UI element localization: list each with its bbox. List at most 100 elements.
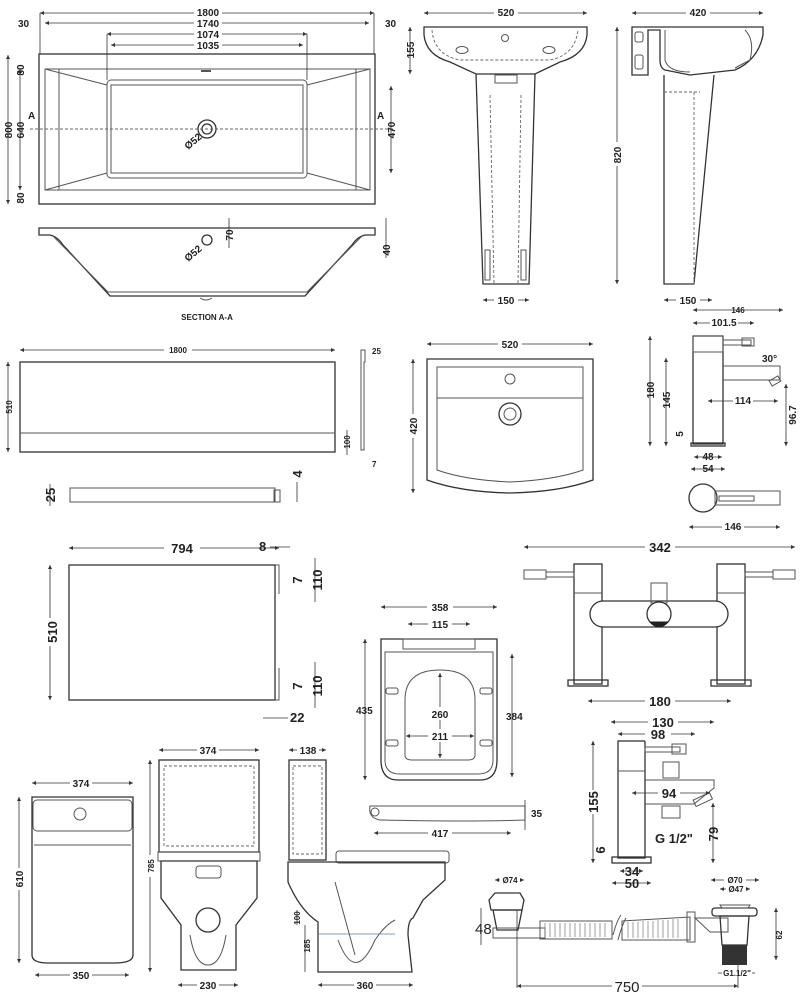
section-marker-right: A [377,111,384,122]
panel-side-profile [360,349,366,451]
dim-base-plate: 5 [675,431,686,437]
dim-rim-thickness: 40 [382,244,393,256]
toilet-side-view: 138 100 185 360 [287,744,450,992]
mixer-aerator [768,375,782,387]
tap-hole [455,46,469,54]
dim-bath-inner-width: 640 [16,121,27,138]
bsm-lever-end [671,743,687,755]
filler-outlet [648,621,670,628]
seat-hinge-side [370,807,380,817]
dim-overflow-height: 48 [475,921,492,938]
dim-waste-diameter: Ø52 [183,131,205,152]
dim-rim-right: 30 [385,19,397,30]
dim-toilet-front-base: 230 [200,981,217,992]
toilet-plan-cistern [32,799,133,832]
filler-lever-end [523,569,547,580]
toilet-front-view: 374 785 230 [145,744,261,992]
dim-side-depth: 420 [690,8,707,19]
plug-head [711,907,758,917]
dim-waste-height: 62 [775,930,784,939]
seat-hinge [402,638,476,650]
mixer-plan-lever [714,490,781,506]
bath-section-view: 70 Ø52 40 SECTION A-A [38,218,393,322]
pedestal-basin-front: 520 155 150 [406,6,588,307]
tap-hole [504,373,516,385]
dim-mixer-depth: 146 [731,306,745,315]
dim-plan-lip: 4 [290,470,305,478]
seat-inner [384,651,494,775]
end-panel-front [68,564,276,701]
dim-basin-height: 820 [613,146,624,163]
dim-seat-length: 435 [356,706,373,717]
dim-opening-width: 211 [432,732,449,743]
dim-countertop-width: 520 [502,340,519,351]
bath-shower-mixer: 130 98 155 94 79 6 G 1/2" 34 50 [586,715,721,891]
pan-side-trap [334,881,396,963]
overflow-body [492,909,523,931]
dim-base-outer: 1074 [197,30,220,41]
dim-bsm-lever: 98 [651,727,665,742]
dim-section-waste: Ø52 [183,243,205,264]
filler-lever-end [772,569,796,580]
bath-inner-outline [44,68,371,191]
mixer-cap [692,335,724,353]
dim-toilet-front-width: 374 [200,746,217,757]
seat-buffer [479,687,493,695]
waste-outlet [494,74,518,84]
dim-toilet-side-base: 360 [357,981,374,992]
mixer-lever-end [741,337,755,347]
pedestal-inner [489,94,522,285]
dim-plinth-height: 100 [343,435,352,449]
dim-bowl-depth: 155 [406,41,417,58]
dim-rim-left: 30 [18,19,30,30]
pan-front [160,860,258,971]
bath-front-panel: 1800 510 100 25 7 25 4 [5,344,381,506]
bath-top-view: 1800 1740 30 30 1074 1035 800 640 80 80 … [4,6,398,205]
dim-side-pedestal-base: 150 [680,296,697,307]
dim-seat-side-length: 417 [432,829,449,840]
dim-end-height: 510 [45,621,60,643]
mixer-spout [723,365,781,381]
dim-thickness-bottom: 7 [372,460,377,469]
dim-plug-inner-diameter: Ø47 [728,885,744,894]
dim-panel-height: 510 [5,400,14,414]
countertop-basin: 520 420 [407,338,594,494]
overflow-circle [201,234,213,246]
dim-overflow-offset: 70 [225,229,236,241]
dim-toilet-height: 785 [147,859,156,873]
bath-slope-line [306,172,371,191]
dim-hinge-spacing: 115 [432,620,449,631]
dim-bsm-height: 155 [586,791,601,813]
dim-bsm-depth: 130 [652,715,674,730]
dim-bath-length: 1800 [197,8,220,19]
dim-bsm-base-width: 50 [625,876,639,891]
panel-front [19,361,336,453]
dim-plan-thickness: 25 [43,488,58,502]
countertop-basin-rim [436,366,584,483]
panel-plan [69,487,276,503]
fixing-slot [484,249,491,281]
side-pedestal-inner [664,91,700,284]
flush-button [73,807,87,821]
bsm-body [617,740,646,859]
filler-diverter [650,582,668,604]
dim-seat-thickness: 35 [531,809,543,820]
bath-slope-line [306,68,371,86]
bath-end-panel: 794 510 8 7 110 7 110 22 [43,539,325,725]
dim-plug-diameter: Ø70 [727,876,743,885]
dim-toilet-plan-depth: 610 [15,870,26,887]
dim-bsm-body-width: 34 [625,864,640,879]
bath-filler: 342 180 [523,540,796,709]
countertop-basin-outer [426,358,594,494]
toilet-plan-view: 374 610 350 [13,777,134,982]
toilet-plan-outline [31,796,134,964]
dim-notch-bottom-height: 110 [310,676,325,697]
basin-side-inner [664,30,691,73]
dim-toilet-plan-width: 374 [73,779,90,790]
plug-cap [719,904,751,909]
pan-front-trap [189,934,227,966]
dim-bath-width: 800 [4,121,15,138]
basin-side-bowl [631,26,764,76]
bsm-base [611,856,652,864]
basin-mixer: 146 101.5 180 145 114 30° 96.7 5 48 54 1… [646,306,799,533]
